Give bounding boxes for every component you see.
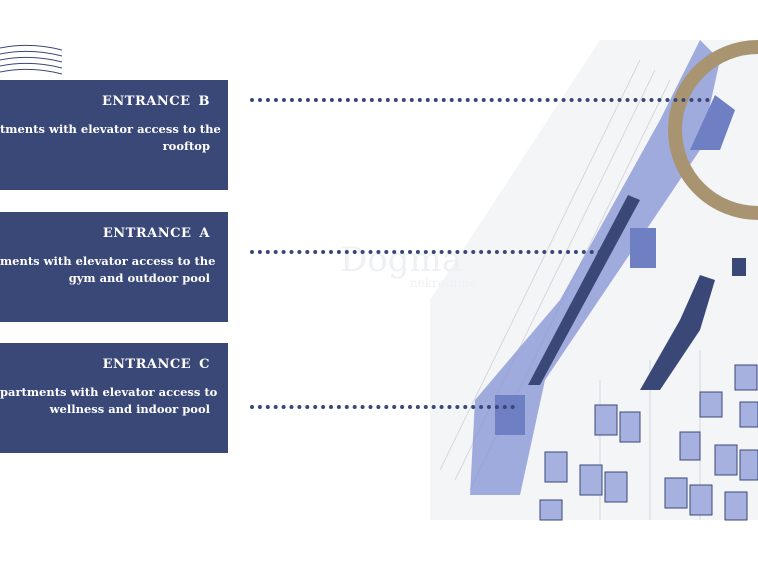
entrance-desc: partments with elevator access to bbox=[0, 385, 218, 399]
houses bbox=[539, 364, 758, 521]
entrance-a-leader-line bbox=[250, 250, 610, 254]
logo-ring bbox=[668, 40, 758, 220]
entrance-title: ENTRANCE B bbox=[101, 94, 210, 109]
watermark-brand: Dogma bbox=[340, 240, 463, 280]
entrance-title: ENTRANCE C bbox=[102, 357, 210, 372]
entrance-title: ENTRANCE A bbox=[102, 226, 210, 241]
entrance-desc: wellness and indoor pool bbox=[49, 402, 210, 416]
entrance-c-card: ENTRANCE C partments with elevator acces… bbox=[0, 343, 228, 453]
entrance-b-leader-line bbox=[250, 98, 710, 102]
buildings bbox=[495, 95, 746, 435]
entrance-desc: ments with elevator access to the bbox=[0, 254, 216, 268]
entrance-a-card: ENTRANCE A ments with elevator access to… bbox=[0, 212, 228, 322]
entrance-b-card: ENTRANCE B tments with elevator access t… bbox=[0, 80, 228, 190]
watermark-sub: nekretnine bbox=[410, 276, 477, 290]
entrance-desc: tments with elevator access to the bbox=[0, 122, 221, 136]
wave-pattern-decoration bbox=[0, 44, 63, 75]
entrance-desc: gym and outdoor pool bbox=[68, 271, 210, 285]
entrance-c-leader-line bbox=[250, 405, 515, 409]
entrance-desc: rooftop bbox=[162, 139, 210, 153]
